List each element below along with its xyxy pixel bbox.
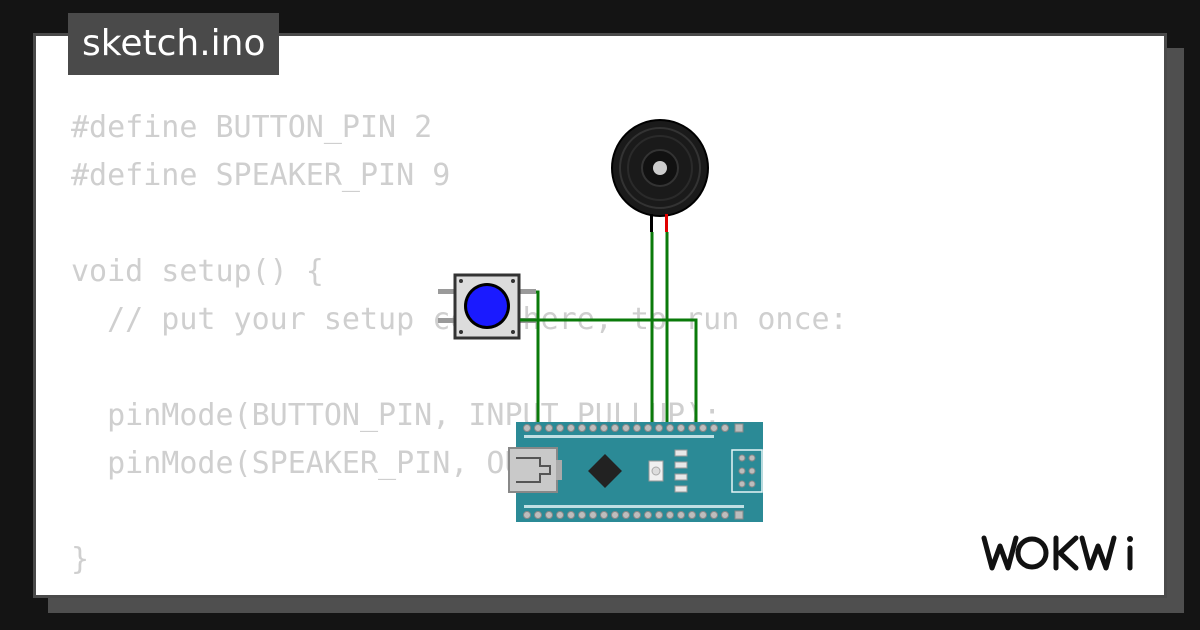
button-cap <box>467 286 507 326</box>
bottom-pin-row <box>523 510 744 520</box>
wire-button-to-d2 <box>520 318 698 430</box>
top-pin-row <box>523 423 744 433</box>
arduino-nano[interactable] <box>508 422 763 522</box>
file-tab[interactable]: sketch.ino <box>68 13 280 75</box>
wires <box>520 232 698 430</box>
code-line: void setup() { <box>71 254 324 289</box>
pushbutton[interactable] <box>438 273 536 340</box>
buzzer-lead-red <box>665 214 668 232</box>
wokwi-logo-icon <box>981 535 1133 571</box>
icsp-header <box>731 449 763 493</box>
buzzer[interactable] <box>611 119 709 232</box>
microcontroller-chip <box>588 454 622 488</box>
code-line: } <box>71 542 90 577</box>
status-leds <box>674 449 688 493</box>
preview-card: #define BUTTON_PIN 2 #define SPEAKER_PIN … <box>33 33 1167 598</box>
reset-button[interactable] <box>648 460 664 482</box>
buzzer-lead-black <box>650 214 653 232</box>
wire-button-to-gnd <box>536 290 540 428</box>
pin-labels <box>524 435 744 508</box>
usb-connector <box>508 447 562 493</box>
code-line: #define SPEAKER_PIN 9 <box>71 158 451 193</box>
code-line: #define BUTTON_PIN 2 <box>71 110 433 145</box>
